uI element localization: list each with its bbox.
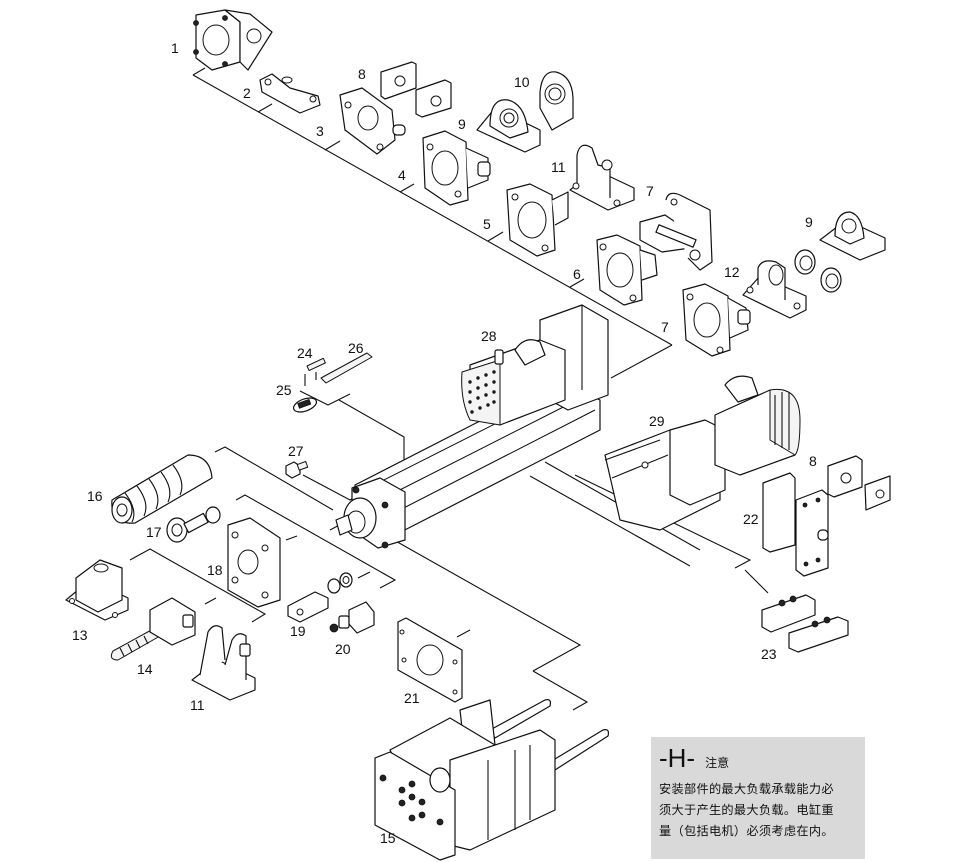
part-7-clevis-pin [639, 192, 713, 271]
part-21-mounting-plate [397, 617, 463, 703]
part-11-clevis-foot-lower [191, 625, 256, 701]
note-title: 注意 [705, 756, 730, 770]
part-27-screw [285, 460, 309, 479]
callout-9-right: 9 [805, 214, 813, 230]
note-line: 须大于产生的最大负载。电缸重 [659, 803, 834, 817]
callout-3: 3 [316, 123, 324, 139]
callout-13: 13 [72, 627, 88, 643]
part-9-pivot-bracket [476, 99, 541, 153]
callout-17: 17 [146, 524, 162, 540]
callout-23: 23 [761, 646, 777, 662]
leader-lines [129, 67, 769, 711]
part-12-trunnion-support [742, 260, 807, 319]
part-8-clamp-blocks-right [827, 455, 891, 511]
callout-24: 24 [297, 345, 313, 361]
callout-26: 26 [348, 340, 364, 356]
part-19-clevis-nut [287, 572, 353, 623]
part-16-bellows [111, 454, 213, 524]
callout-12: 12 [724, 264, 740, 280]
part-10-rod-eye [539, 71, 574, 131]
part-28-electric-cylinder [335, 304, 609, 549]
part-17-rod-end [166, 506, 221, 543]
part-22-frame-bracket [762, 472, 829, 577]
callout-5: 5 [483, 216, 491, 232]
part-6-flange-ears [596, 234, 658, 306]
callout-19: 19 [290, 623, 306, 639]
parts-24-26-sensor-accessories [292, 352, 373, 413]
note-body: 安装部件的最大负载承载能力必 须大于产生的最大负载。电缸重 量（包括电机）必须考… [659, 779, 857, 842]
callout-11-upper: 11 [551, 159, 566, 175]
note-line: 量（包括电机）必须考虑在内。 [659, 824, 834, 838]
callout-28: 28 [481, 328, 497, 344]
callout-16: 16 [87, 488, 103, 504]
note-line: 安装部件的最大负载承载能力必 [659, 782, 834, 796]
callout-9-upper: 9 [458, 116, 466, 132]
part-7-flange-trunnion [682, 283, 751, 357]
motor-fan-grid [468, 370, 496, 414]
callout-15: 15 [380, 830, 396, 846]
callout-20: 20 [335, 641, 351, 657]
part-5-flange-eye [506, 183, 569, 257]
part-8-clamp-blocks [380, 61, 452, 118]
callout-8-right: 8 [809, 453, 817, 469]
callout-27: 27 [288, 443, 304, 459]
callout-10: 10 [514, 74, 530, 90]
callout-2: 2 [243, 85, 251, 101]
note-header: -H- 注意 [659, 743, 857, 777]
part-2-foot-mount [259, 73, 321, 114]
part-23-slot-nut-blocks [761, 594, 849, 653]
note-box: -H- 注意 安装部件的最大负载承载能力必 须大于产生的最大负载。电缸重 量（包… [651, 737, 865, 859]
callout-4: 4 [398, 167, 406, 183]
part-20-floating-joint [329, 601, 375, 634]
callout-1: 1 [171, 40, 179, 56]
callout-6: 6 [573, 266, 581, 282]
part-4-flange-trunnion [422, 130, 491, 206]
part-29-cylinder-parallel-motor [604, 375, 801, 531]
callout-7-lower: 7 [661, 319, 669, 335]
part-15-guide-unit [374, 699, 610, 861]
callout-25: 25 [276, 382, 292, 398]
note-code: -H- [659, 743, 696, 773]
callout-14: 14 [137, 661, 153, 677]
callout-7-upper: 7 [646, 183, 654, 199]
part-1-flange-trunnion [193, 9, 273, 71]
part-3-swivel-flange [339, 87, 406, 155]
part-13-coupling-foot [65, 559, 129, 621]
callout-21: 21 [404, 690, 420, 706]
part-14-clevis-rod [110, 597, 196, 661]
callout-18: 18 [207, 562, 223, 578]
callout-22: 22 [743, 511, 759, 527]
part-11-clevis-foot [569, 144, 635, 211]
callout-29: 29 [649, 413, 665, 429]
part-18-flange-plate [227, 517, 281, 608]
callout-8-upper: 8 [358, 66, 366, 82]
guide-plate-holes [379, 774, 444, 826]
callout-labels: 1 2 3 4 5 6 7 7 8 8 9 9 10 11 11 12 13 1… [72, 40, 817, 846]
part-9-bearing-set [794, 211, 886, 293]
callout-11-lower: 11 [190, 697, 205, 713]
